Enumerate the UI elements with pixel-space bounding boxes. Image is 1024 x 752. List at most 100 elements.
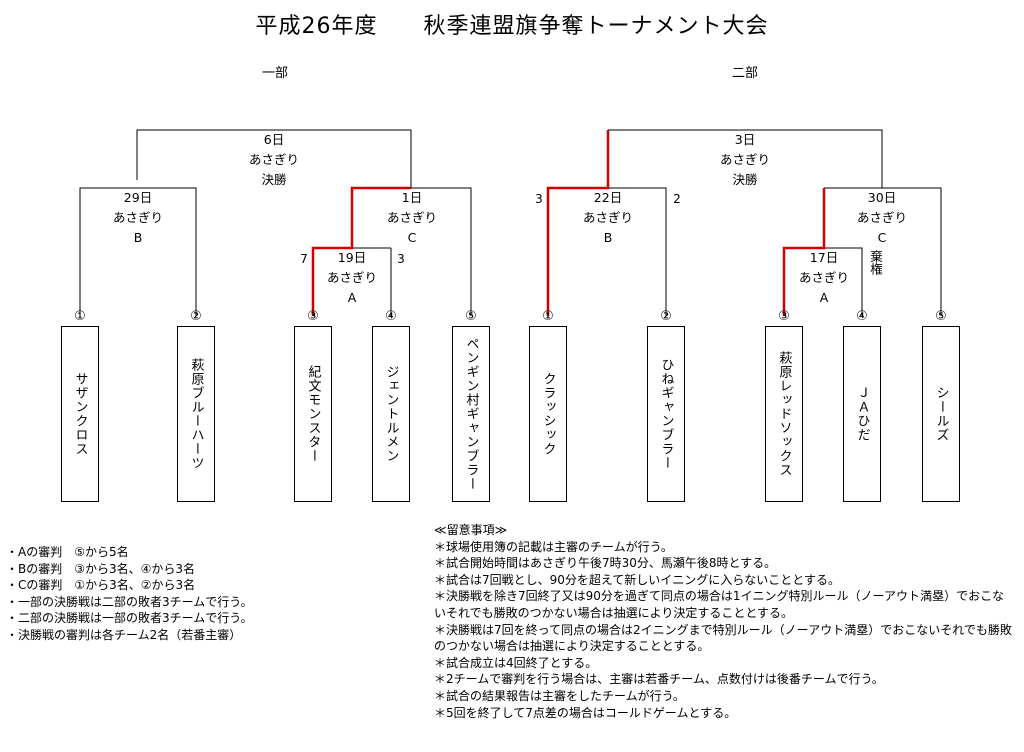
d1-team-box-1: サザンクロス: [61, 326, 99, 502]
d2-gameB-node: 22日 あさぎり B: [568, 188, 648, 248]
d2-team5-seed: ⑤: [935, 309, 947, 324]
d2-winner-line: [546, 130, 610, 316]
page-title: 平成26年度 秋季連盟旗争奪トーナメント大会: [255, 14, 769, 39]
d2-gameB-right-line: [608, 187, 667, 316]
d2-gameC-date: 30日: [867, 190, 897, 205]
d1-final-node: 6日 あさぎり 決勝: [234, 130, 314, 190]
d2-team2-name: ひねギャンブラー: [658, 358, 674, 470]
d1-team-box-2: 萩原ブルーハーツ: [177, 326, 215, 502]
d2-final-line: [608, 129, 883, 188]
d1-gameA-round: A: [347, 290, 357, 305]
d2-gameA-round: A: [819, 290, 829, 305]
note-item: ＊試合成立は4回終了とする。: [434, 655, 598, 670]
d2-gameB-venue: あさぎり: [582, 210, 633, 225]
d2-gameA-forfeit: 棄権: [868, 250, 883, 275]
note-item: ＊決勝戦を除き7回終了又は90分を過ぎて同点の場合は1イニング特別ルール（ノーア…: [434, 589, 1005, 620]
d1-gameC-node: 1日 あさぎり C: [372, 188, 452, 248]
d2-gameA-venue: あさぎり: [798, 270, 849, 285]
d2-final-round: 決勝: [732, 172, 758, 187]
d1-gameC-venue: あさぎり: [386, 210, 437, 225]
umpire-line: ・Cの審判 ①から3名、②から3名: [6, 578, 196, 593]
d2-team2-seed: ②: [660, 309, 672, 324]
note-item: ＊試合は7回戦とし、90分を超えて新しいイニングに入らないこととする。: [434, 572, 840, 587]
note-item: ＊2チームで審判を行う場合は、主審は若番チーム、点数付けは後番チームで行う。: [434, 672, 884, 687]
division1-label: 一部: [261, 66, 288, 81]
d1-gameC-date: 1日: [401, 190, 423, 205]
d1-gameB-round: B: [133, 230, 143, 245]
d2-team4-seed: ④: [856, 309, 868, 324]
d2-team4-name: ＪＡひだ: [854, 386, 870, 442]
division2-winner-path: [546, 130, 826, 316]
d2-gameC-round: C: [877, 230, 887, 245]
d1-final-date: 6日: [263, 132, 285, 147]
d1-team-box-3: 紀文モンスター: [294, 326, 332, 502]
d2-gameA-right-line: [824, 247, 863, 316]
d2-final-date: 3日: [734, 132, 756, 147]
d2-final-venue: あさぎり: [719, 152, 770, 167]
d2-gameB-score-right: 2: [673, 192, 681, 206]
d2-gameC-venue: あさぎり: [856, 210, 907, 225]
d1-team5-name: ペンギン村ギャンブラー: [463, 337, 479, 491]
d2-winner-line-a: [782, 188, 826, 316]
d1-gameC-right-line: [411, 187, 472, 316]
d1-winner-line: [311, 186, 411, 316]
umpire-list: ・Aの審判 ⑤から5名 ・Bの審判 ③から3名、④から3名 ・Cの審判 ①から3…: [6, 544, 253, 644]
d2-team-box-4: ＪＡひだ: [843, 326, 881, 502]
d1-gameA-node: 19日 あさぎり A: [312, 248, 392, 308]
d2-team3-seed: ③: [778, 309, 790, 324]
d1-gameA-score-right: 3: [397, 252, 405, 266]
d2-team-box-2: ひねギャンブラー: [647, 326, 685, 502]
d1-team2-name: 萩原ブルーハーツ: [188, 358, 204, 470]
d2-team-box-5: シールズ: [922, 326, 960, 502]
notes-heading: ≪留意事項≫: [434, 523, 508, 537]
d2-team-box-1: クラッシック: [529, 326, 567, 502]
d2-gameC-right-line: [824, 187, 942, 316]
d1-gameA-date: 19日: [337, 250, 367, 265]
umpire-line: ・二部の決勝戦は一部の敗者3チームで行う。: [6, 611, 253, 626]
d2-team1-name: クラッシック: [540, 372, 556, 456]
d2-team5-name: シールズ: [933, 386, 949, 442]
d1-team3-seed: ③: [307, 309, 319, 324]
d1-team5-seed: ⑤: [465, 309, 477, 324]
umpire-line: ・一部の決勝戦は二部の敗者3チームで行う。: [6, 594, 253, 609]
d1-gameB-line: [79, 187, 197, 316]
d1-team1-seed: ①: [74, 309, 86, 324]
d1-team4-name: ジェントルメン: [383, 365, 399, 463]
umpire-line: ・決勝戦の審判は各チーム2名（若番主審）: [6, 627, 242, 642]
division2-label: 二部: [731, 66, 758, 81]
note-item: ＊球場使用簿の記載は主審のチームが行う。: [434, 539, 673, 554]
d1-final-round: 決勝: [261, 172, 287, 187]
d1-team-box-5: ペンギン村ギャンブラー: [452, 326, 490, 502]
d1-gameB-date: 29日: [123, 190, 153, 205]
d2-gameC-node: 30日 あさぎり C: [842, 188, 922, 248]
d2-gameA-node: 17日 あさぎり A: [784, 248, 864, 308]
d2-team-box-3: 萩原レッドソックス: [765, 326, 803, 502]
notes-section: ≪留意事項≫ ＊球場使用簿の記載は主審のチームが行う。 ＊試合開始時間はあさぎり…: [434, 522, 1014, 721]
note-item: ＊試合の結果報告は主審をしたチームが行う。: [434, 688, 685, 703]
umpire-line: ・Aの審判 ⑤から5名: [6, 545, 129, 559]
d1-gameC-round: C: [407, 230, 417, 245]
d1-team4-seed: ④: [385, 309, 397, 324]
d1-team1-name: サザンクロス: [72, 372, 88, 456]
umpire-line: ・Bの審判 ③から3名、④から3名: [6, 561, 196, 576]
d2-gameB-score-left: 3: [535, 192, 543, 206]
d1-gameA-venue: あさぎり: [326, 270, 377, 285]
d2-final-node: 3日 あさぎり 決勝: [705, 130, 785, 190]
d1-gameA-score-left: 7: [300, 252, 308, 266]
d1-team3-name: 紀文モンスター: [305, 365, 321, 463]
d1-final-venue: あさぎり: [248, 152, 299, 167]
d2-team3-name: 萩原レッドソックス: [776, 351, 792, 477]
d1-team2-seed: ②: [190, 309, 202, 324]
d2-gameB-date: 22日: [593, 190, 623, 205]
division2-lines: [608, 129, 942, 316]
note-item: ＊試合開始時間はあさぎり午後7時30分、馬瀬午後8時とする。: [434, 556, 777, 571]
note-item: ＊5回を終了して7点差の場合はコールドゲームとする。: [434, 705, 737, 720]
d2-gameA-date: 17日: [809, 250, 839, 265]
d1-final-line: [136, 129, 412, 188]
d2-gameB-round: B: [603, 230, 613, 245]
d1-team-box-4: ジェントルメン: [372, 326, 410, 502]
d1-gameB-venue: あさぎり: [112, 210, 163, 225]
division1-lines: [79, 129, 472, 316]
note-item: ＊決勝戦は7回を終って同点の場合は2イニングまで特別ルール（ノーアウト満塁）でお…: [434, 622, 1012, 654]
